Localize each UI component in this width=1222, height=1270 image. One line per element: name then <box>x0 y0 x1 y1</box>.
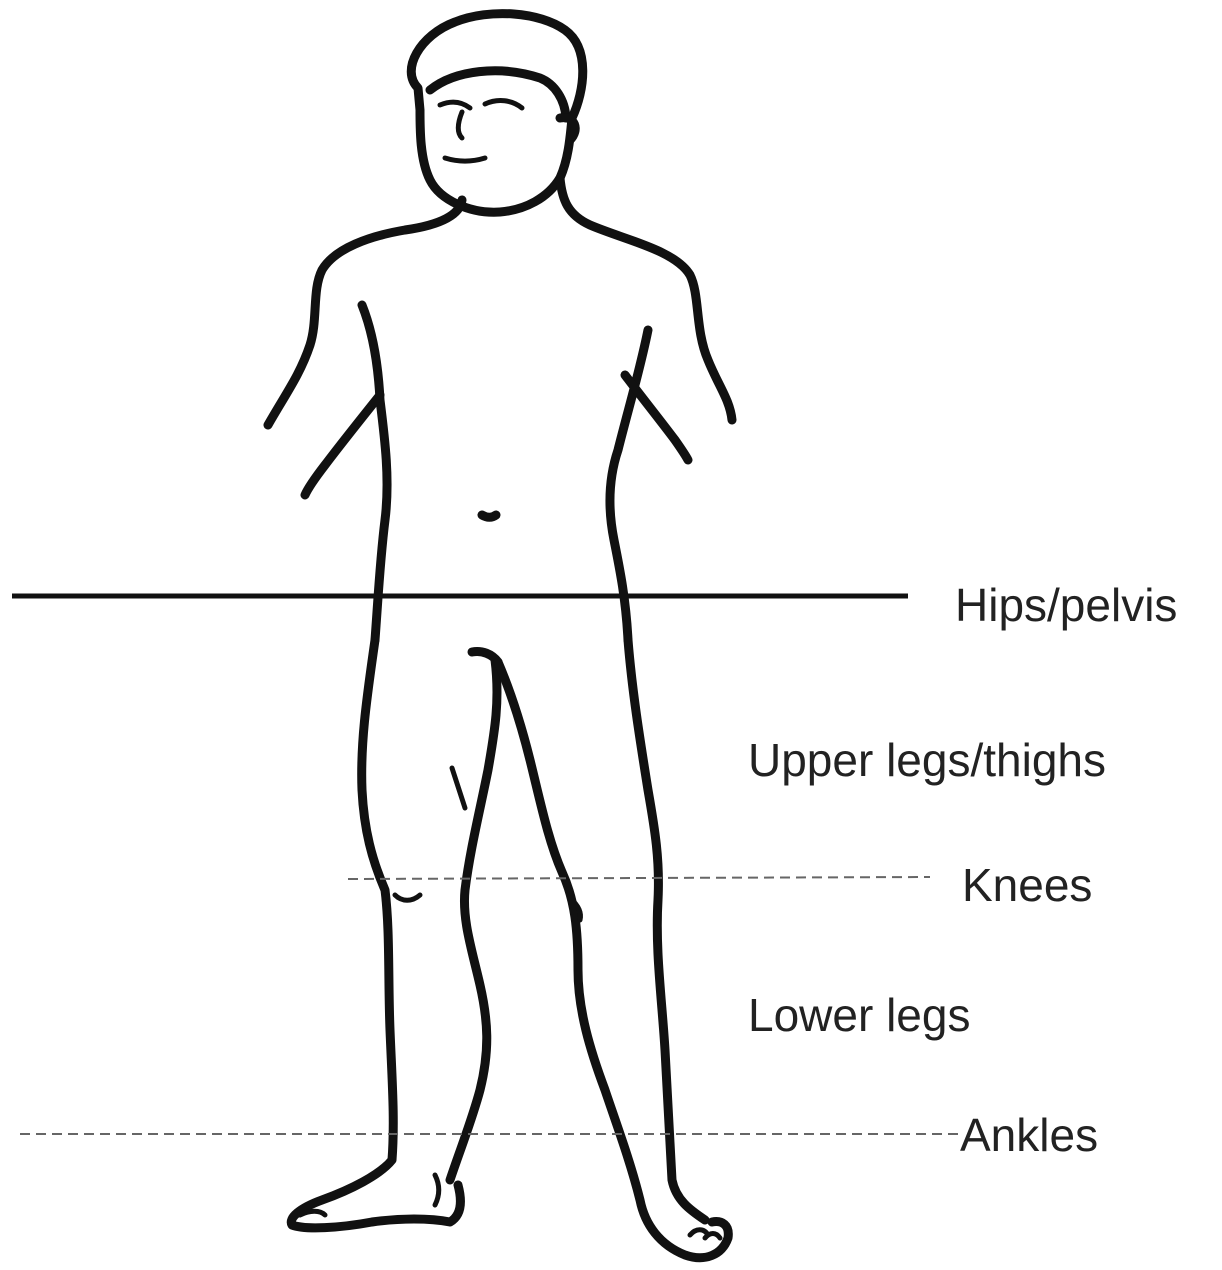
knees-line <box>348 877 930 879</box>
knees-label: Knees <box>962 862 1092 908</box>
ankles-label: Ankles <box>960 1112 1098 1158</box>
hips-label: Hips/pelvis <box>955 582 1177 628</box>
torso <box>268 178 732 640</box>
upper-legs-label: Upper legs/thighs <box>748 737 1106 783</box>
lower-legs-label: Lower legs <box>748 992 970 1038</box>
legs <box>291 640 728 1258</box>
